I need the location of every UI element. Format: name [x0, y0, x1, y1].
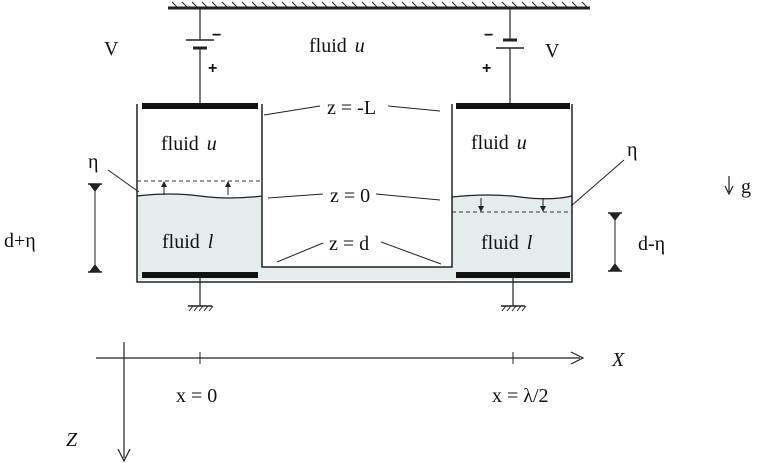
left-top-electrode	[142, 103, 258, 109]
left-eta-leader	[107, 169, 140, 193]
left-bottom-electrode	[142, 272, 258, 278]
left-eta-label: η	[88, 151, 98, 173]
z-axis-arrowhead	[117, 448, 131, 463]
lower-fluid-right	[452, 195, 572, 280]
right-eta-label: η	[627, 139, 637, 161]
left-ground	[188, 278, 214, 312]
level-top-leader-right	[387, 105, 441, 112]
left-plus-sign: +	[208, 60, 217, 77]
right-interface	[451, 194, 573, 200]
level-top-label: z = -L	[327, 97, 376, 119]
right-ground	[501, 278, 527, 312]
level-bottom-leader-left	[276, 242, 324, 263]
left-height-label: d+η	[4, 230, 36, 252]
x-axis-arrowhead	[570, 351, 585, 365]
level-interface-leader-right	[375, 193, 441, 201]
right-plus-sign: +	[482, 60, 491, 77]
right-height-label: d-η	[638, 233, 665, 255]
level-interface-leader-left	[267, 193, 324, 199]
left-minus-sign: −	[212, 27, 221, 44]
left-voltage-label: V	[104, 38, 119, 60]
right-minus-sign: −	[484, 27, 493, 44]
level-top-leader-left	[263, 105, 321, 116]
right-top-electrode	[456, 103, 570, 109]
left-height-marker	[88, 183, 102, 273]
right-bottom-electrode	[456, 272, 570, 278]
x-tick-left-label: x = 0	[176, 385, 217, 407]
container-wall	[136, 104, 573, 283]
z-axis-label: Z	[66, 429, 78, 451]
x-tick-right-label: x = λ/2	[492, 385, 549, 407]
left-battery	[186, 8, 214, 103]
right-voltage-label: V	[545, 40, 560, 62]
level-bottom-label: z = d	[329, 233, 369, 255]
level-bottom-leader-right	[380, 241, 442, 265]
ceiling	[168, 1, 590, 10]
gravity-label: g	[741, 176, 751, 198]
lower-fluid-left	[137, 194, 262, 280]
gravity-arrow-icon	[724, 176, 734, 196]
inner-wall	[261, 104, 453, 268]
x-axis-label: X	[611, 349, 625, 371]
right-battery	[496, 8, 524, 103]
right-eta-leader	[570, 159, 625, 207]
level-interface-label: z = 0	[330, 185, 370, 207]
right-height-marker	[608, 212, 622, 272]
left-interface	[136, 193, 263, 199]
lower-fluid-channel	[262, 267, 452, 280]
